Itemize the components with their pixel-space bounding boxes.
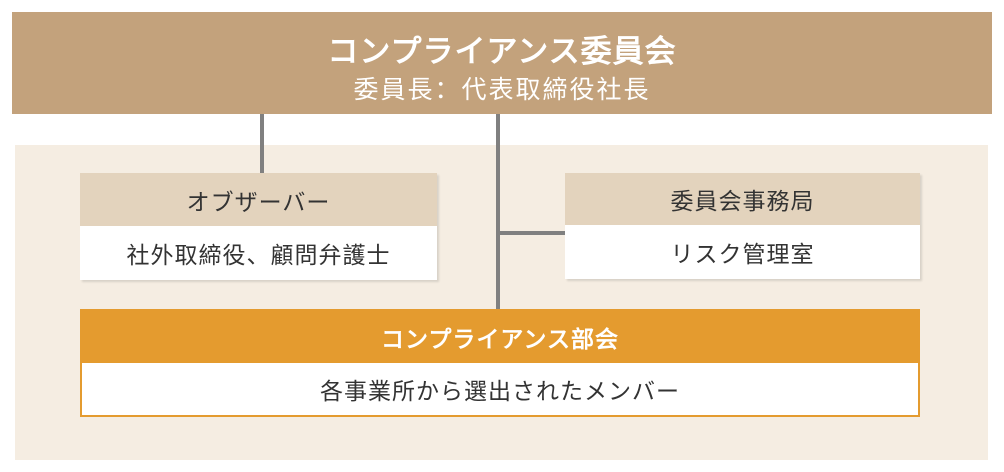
observer-box: オブザーバー 社外取締役、顧問弁護士 [80, 173, 437, 280]
observer-members: 社外取締役、顧問弁護士 [80, 226, 437, 280]
subcommittee-members: 各事業所から選出されたメンバー [320, 379, 680, 405]
committee-chair: 委員長：代表取締役社長 [353, 75, 651, 104]
subcommittee-heading: コンプライアンス部会 [82, 311, 918, 363]
connector-main-vertical [496, 114, 500, 309]
committee-box: コンプライアンス委員会 委員長：代表取締役社長 [12, 12, 992, 114]
connector-secretariat-horizontal [496, 231, 565, 235]
secretariat-members: リスク管理室 [565, 225, 920, 279]
secretariat-box: 委員会事務局 リスク管理室 [565, 173, 920, 279]
connector-observer-vertical [260, 114, 264, 173]
observer-heading: オブザーバー [80, 173, 437, 226]
subcommittee-box: コンプライアンス部会 各事業所から選出されたメンバー [80, 309, 920, 417]
secretariat-heading: 委員会事務局 [565, 173, 920, 225]
committee-title: コンプライアンス委員会 [327, 34, 677, 70]
